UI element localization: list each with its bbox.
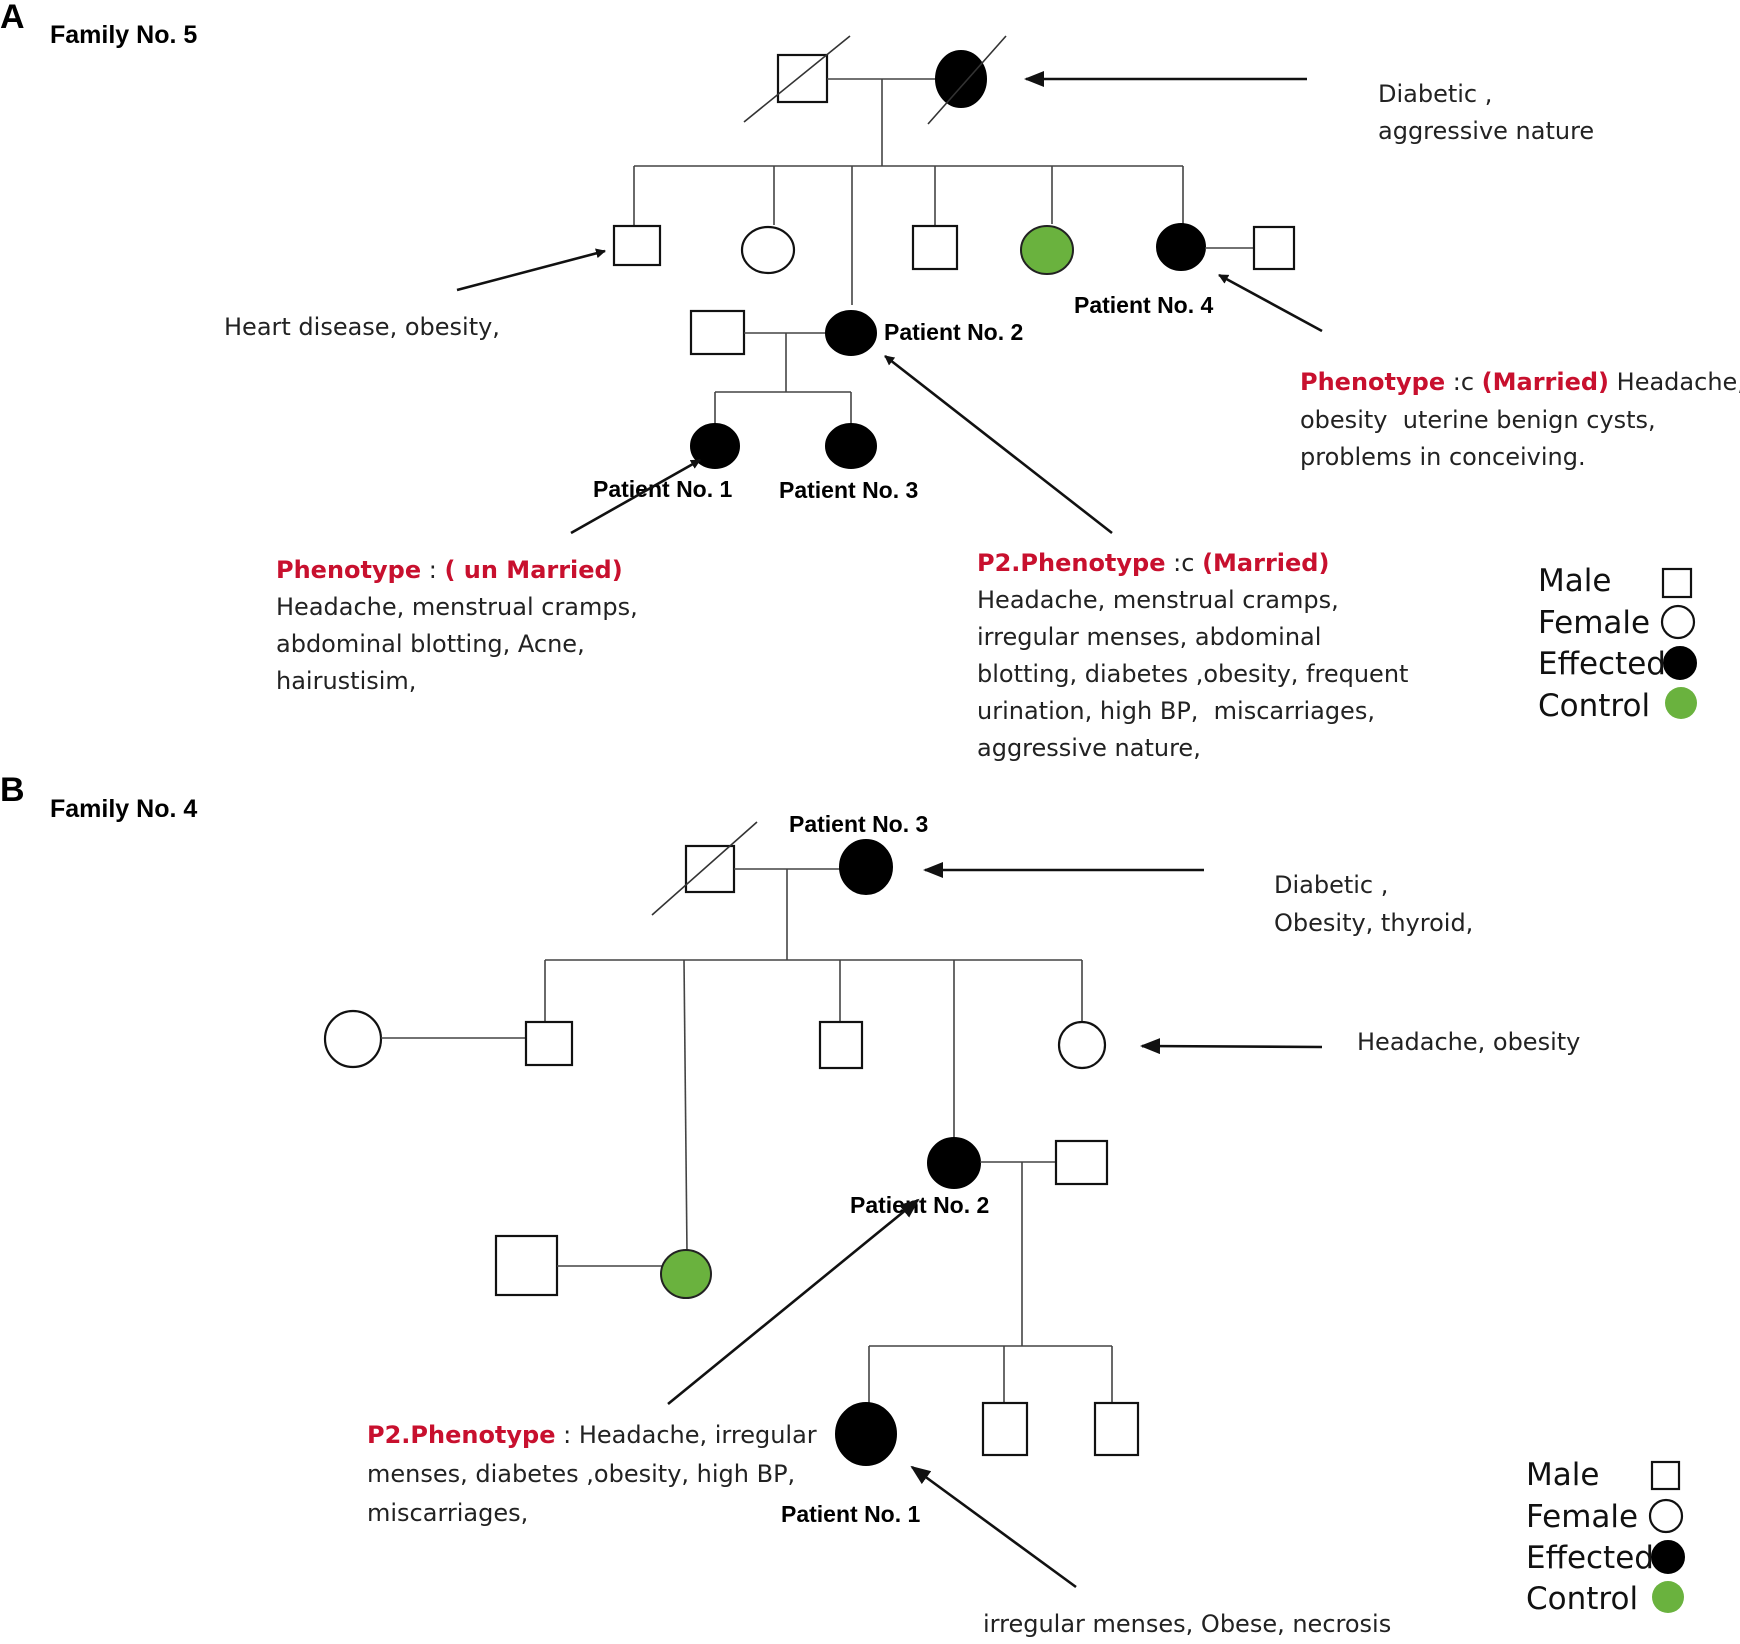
b-p2-phenotype-line-3: miscarriages, [367, 1499, 528, 1527]
panel-a-letter: A [0, 0, 25, 36]
a-p1-phenotype-line-4: hairustisim, [276, 667, 416, 695]
b-p2-phenotype-line-2: menses, diabetes ,obesity, high BP, [367, 1460, 795, 1488]
a-son-2-male [911, 224, 959, 271]
b-son-2-male [818, 1020, 864, 1070]
legend-b-female-icon [1648, 1498, 1684, 1534]
b-patient-1-label: Patient No. 1 [781, 1501, 921, 1527]
a-son-1-male [612, 224, 662, 267]
panel-a: A Family No. 5 Diabetic , aggressive nat… [0, 0, 1740, 762]
b-patient-2-label: Patient No. 2 [850, 1192, 989, 1218]
legend-b-male-icon [1650, 1460, 1681, 1491]
a-grandmother-note-2: aggressive nature [1378, 117, 1594, 145]
legend-a-effected-icon [1663, 646, 1697, 680]
b-p2-husband-male [1054, 1139, 1109, 1186]
a-p1-phenotype-line-2: Headache, menstrual cramps, [276, 593, 638, 621]
a-p4-phenotype-line-2: obesity uterine benign cysts, [1300, 406, 1656, 434]
b-grandfather-deceased-slash [651, 821, 758, 916]
legend-a-control-icon [1665, 687, 1697, 719]
b-son-1-male [524, 1020, 574, 1067]
a-p4-phenotype-line-3: problems in conceiving. [1300, 443, 1586, 471]
a-daughter-control [1020, 225, 1074, 275]
legend-b-control-icon [1652, 1581, 1684, 1613]
b-control-husband-male [494, 1234, 559, 1297]
b-patient-2-affected [927, 1137, 981, 1189]
a-grandmother-deceased-slash [927, 35, 1007, 125]
a-p4-phenotype-line-1: Phenotype :c (Married) Headache, [1300, 368, 1740, 396]
b-daughter-1-arrow [1140, 1038, 1323, 1055]
b-grandson-1-male [981, 1401, 1029, 1457]
a-patient-2-arrow [884, 354, 1113, 535]
legend-a: Male Female Effected Control [1538, 563, 1697, 724]
b-grandmother-note-2: Obesity, thyroid, [1274, 909, 1473, 937]
panel-b: B Family No. 4 Patient No. 3 Diabetic , … [0, 771, 1685, 1638]
b-patient-1-arrow [910, 1465, 1077, 1589]
a-patient-1-affected [690, 423, 740, 469]
b-p2-phenotype-line-1: P2.Phenotype : Headache, irregular [367, 1421, 817, 1449]
a-son-1-arrow [456, 248, 606, 292]
panel-b-family-title: Family No. 4 [50, 795, 197, 823]
a-grandmother-note-1: Diabetic , [1378, 80, 1492, 108]
a-patient-3-affected [825, 423, 877, 469]
a-p1-phenotype-line-3: abdominal blotting, Acne, [276, 630, 585, 658]
legend-a-female-label: Female [1538, 605, 1650, 641]
a-p1-phenotype-line-1: Phenotype : ( un Married) [276, 556, 623, 584]
a-p2-phenotype-line-4: blotting, diabetes ,obesity, frequent [977, 660, 1408, 688]
a-patient-1-arrow [570, 458, 701, 535]
a-patient-3-label: Patient No. 3 [779, 477, 918, 503]
b-patient-3-label: Patient No. 3 [789, 811, 928, 837]
legend-b-male-label: Male [1526, 1457, 1599, 1493]
b-daughter-1-note: Headache, obesity [1357, 1028, 1580, 1056]
panel-b-letter: B [0, 771, 25, 809]
a-patient-4-arrow [1218, 273, 1323, 333]
b-patient-3-affected [839, 839, 893, 895]
legend-b-effected-icon [1651, 1540, 1685, 1574]
a-p2-husband-male [689, 309, 746, 356]
a-grandfather-deceased-slash [743, 35, 851, 123]
a-p2-phenotype-line-1: P2.Phenotype :c (Married) [977, 549, 1329, 577]
legend-a-male-icon [1661, 567, 1693, 599]
b-patient-2-arrow [667, 1198, 920, 1406]
legend-b-effected-label: Effected [1526, 1540, 1654, 1576]
a-p2-phenotype-line-5: urination, high BP, miscarriages, [977, 697, 1375, 725]
legend-b: Male Female Effected Control [1526, 1457, 1685, 1617]
b-grandson-2-male [1093, 1401, 1140, 1457]
legend-b-control-label: Control [1526, 1581, 1638, 1617]
a-p4-husband-male [1252, 225, 1296, 271]
a-patient-4-affected [1156, 223, 1206, 271]
legend-a-effected-label: Effected [1538, 646, 1666, 682]
legend-b-female-label: Female [1526, 1499, 1638, 1535]
legend-a-female-icon [1660, 604, 1696, 640]
a-son-1-note: Heart disease, obesity, [224, 313, 500, 341]
a-patient-4-label: Patient No. 4 [1074, 292, 1214, 318]
a-grandmother-affected [935, 50, 987, 108]
a-daughter-1-female [740, 225, 796, 275]
b-grandmother-note-1: Diabetic , [1274, 871, 1388, 899]
a-p2-phenotype-line-2: Headache, menstrual cramps, [977, 586, 1339, 614]
panel-a-family-title: Family No. 5 [50, 21, 197, 49]
b-patient-1-note: irregular menses, Obese, necrosis [983, 1610, 1391, 1638]
b-patient-1-affected [835, 1402, 897, 1466]
b-daughter-control [660, 1249, 712, 1299]
b-son-1-wife-female [323, 1009, 383, 1069]
a-patient-2-affected [825, 310, 877, 356]
a-p2-phenotype-line-6: aggressive nature, [977, 734, 1201, 762]
b-daughter-1-female [1057, 1020, 1107, 1070]
a-patient-2-label: Patient No. 2 [884, 319, 1023, 345]
legend-a-control-label: Control [1538, 688, 1650, 724]
legend-a-male-label: Male [1538, 563, 1611, 599]
b-drop-2 [683, 959, 688, 1254]
a-p2-phenotype-line-3: irregular menses, abdominal [977, 623, 1321, 651]
a-grandfather-male [776, 53, 829, 104]
b-grandfather-male [684, 844, 736, 894]
